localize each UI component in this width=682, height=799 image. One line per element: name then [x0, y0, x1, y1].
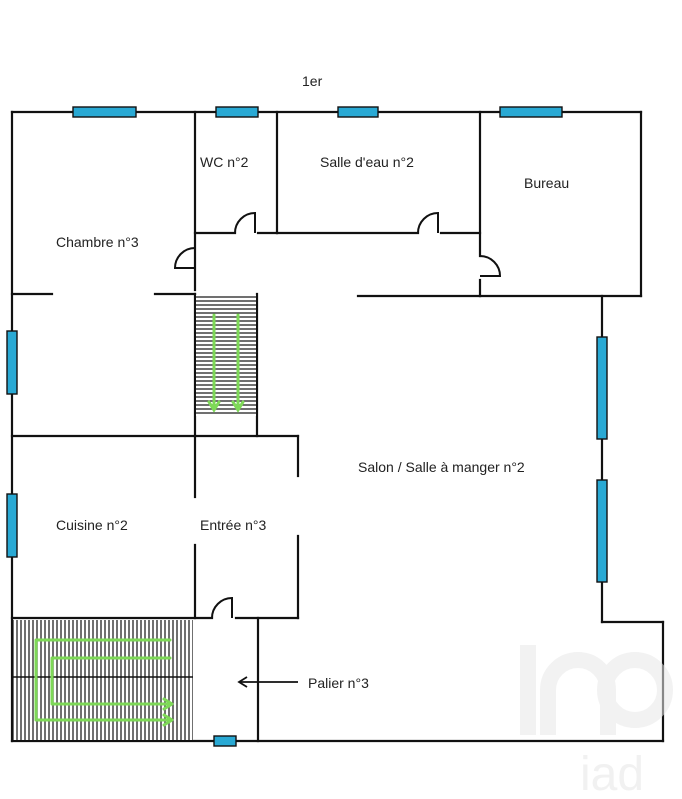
window-salon-lower	[596, 479, 608, 583]
stair-lower-a	[13, 620, 193, 677]
iad-logo-watermark: iad	[520, 645, 673, 799]
stair-upper	[196, 295, 256, 416]
door-bureau	[479, 255, 502, 277]
stair-lower-arrows	[34, 638, 174, 727]
window-cuisine	[6, 493, 18, 558]
windows	[6, 106, 608, 747]
window-salon-upper	[596, 336, 608, 440]
door-chambre	[173, 247, 196, 269]
room-label-cuisine: Cuisine n°2	[56, 517, 128, 533]
window-wc	[215, 106, 259, 118]
room-label-wc: WC n°2	[200, 154, 249, 170]
door-wc	[234, 211, 256, 234]
room-label-chambre: Chambre n°3	[56, 234, 139, 250]
door-entree	[211, 596, 233, 619]
palier-pointer	[237, 676, 298, 688]
room-label-palier: Palier n°3	[308, 675, 369, 691]
window-chambre-left	[6, 330, 18, 395]
door-swings	[173, 211, 502, 619]
stair-upper-arrows	[207, 313, 245, 413]
room-label-salon: Salon / Salle à manger n°2	[358, 459, 525, 475]
door-salle-eau	[417, 211, 439, 234]
room-label-salle-eau: Salle d'eau n°2	[320, 154, 414, 170]
room-label-entree: Entrée n°3	[200, 517, 267, 533]
window-bureau	[499, 106, 563, 118]
window-salle-eau	[337, 106, 379, 118]
watermark-text: iad	[580, 748, 644, 799]
level-label: 1er	[302, 73, 323, 89]
window-chambre-top	[72, 106, 137, 118]
window-palier	[213, 735, 237, 747]
room-label-bureau: Bureau	[524, 175, 569, 191]
